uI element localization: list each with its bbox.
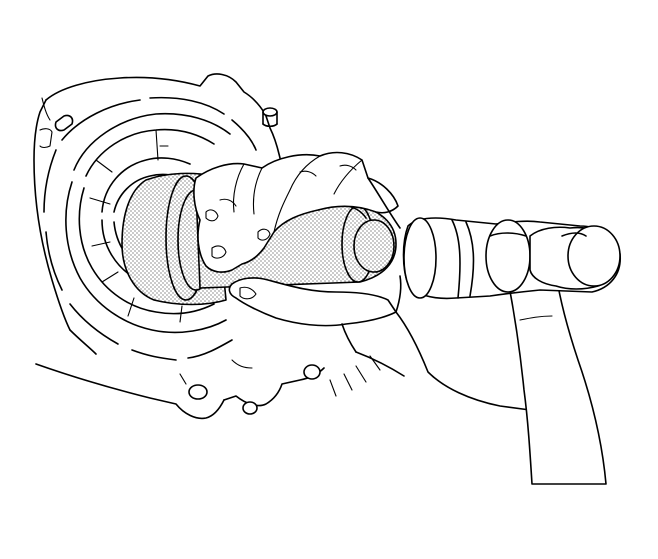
hammer (402, 217, 621, 485)
hand (193, 151, 531, 411)
